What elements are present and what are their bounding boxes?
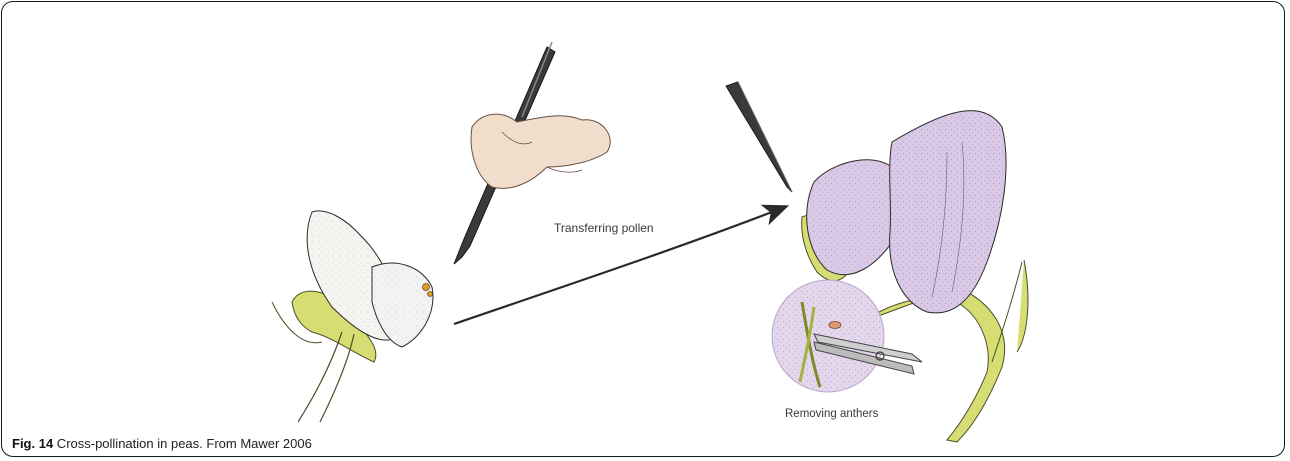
transferring-pollen-label: Transferring pollen bbox=[554, 221, 654, 235]
figure-label: Fig. 14 bbox=[12, 436, 53, 451]
inset-anthers bbox=[772, 280, 884, 392]
tweezers-icon bbox=[726, 82, 792, 192]
figure-caption: Fig. 14 Cross-pollination in peas. From … bbox=[12, 436, 312, 451]
hand-illustration bbox=[471, 114, 610, 188]
figure-caption-text: Cross-pollination in peas. From Mawer 20… bbox=[53, 436, 312, 451]
purple-flower bbox=[802, 111, 1028, 442]
white-flower bbox=[272, 211, 433, 422]
removing-anthers-label: Removing anthers bbox=[785, 408, 878, 420]
